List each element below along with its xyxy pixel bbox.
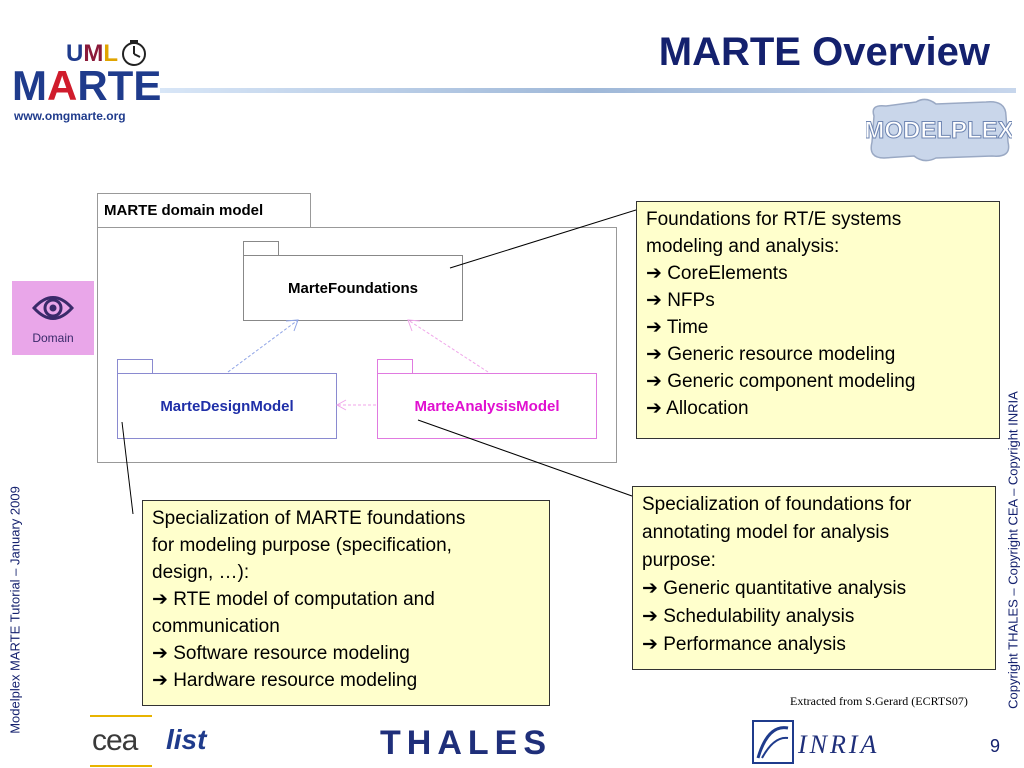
marte-design-model-package: MarteDesignModel: [117, 373, 337, 439]
analysis-note-callout: [417, 419, 633, 497]
design-dependency-line: [227, 319, 299, 373]
thales-logo: THALES: [380, 724, 552, 762]
analysis-design-dependency-arrow: [335, 399, 347, 411]
page-title: MARTE Overview: [658, 30, 990, 74]
footer-divider-top: [90, 715, 152, 717]
foundations-note-callout: [449, 209, 637, 269]
logo-url[interactable]: www.omgmarte.org: [14, 109, 126, 123]
inria-logo: INRIA: [798, 730, 880, 759]
marte-analysis-model-package: MarteAnalysisModel: [377, 373, 597, 439]
svg-text:MODELPLEX: MODELPLEX: [866, 117, 1012, 144]
marte-foundations-package: MarteFoundations: [243, 255, 463, 321]
domain-package-label: MARTE domain model: [104, 202, 264, 219]
title-underline: [160, 88, 1016, 93]
inria-emblem-icon: [752, 720, 794, 764]
analysis-note: Specialization of foundations for annota…: [632, 486, 996, 670]
foundations-package-tab: [243, 241, 279, 256]
cea-logo: cea: [92, 724, 138, 757]
analysis-dependency-arrow: [407, 319, 421, 332]
footer-divider-bottom: [90, 765, 152, 767]
analysis-package-tab: [377, 359, 413, 374]
eye-icon: [32, 296, 74, 320]
marte-logo: MARTE: [12, 62, 162, 109]
analysis-dependency-line: [407, 319, 489, 373]
page-number: 9: [989, 736, 1000, 756]
list-logo: list: [166, 724, 207, 755]
tutorial-side-label: Modelplex MARTE Tutorial – January 2009: [7, 486, 23, 734]
uml-logo: UML: [66, 40, 119, 67]
clock-icon: [122, 40, 146, 66]
design-package-tab: [117, 359, 153, 374]
domain-package-tab: MARTE domain model: [97, 193, 311, 229]
foundations-note: Foundations for RT/E systems modeling an…: [636, 201, 1000, 439]
domain-stereotype-icon: Domain: [12, 281, 94, 355]
design-note: Specialization of MARTE foundations for …: [142, 500, 550, 706]
design-dependency-arrow: [285, 319, 299, 332]
source-credit: Extracted from S.Gerard (ECRTS07): [790, 694, 968, 708]
copyright-side-label: Copyright THALES – Copyright CEA – Copyr…: [1005, 391, 1021, 709]
design-note-callout: [121, 421, 134, 515]
domain-icon-label: Domain: [32, 331, 74, 345]
modelplex-logo: MODELPLEX: [866, 98, 1012, 162]
